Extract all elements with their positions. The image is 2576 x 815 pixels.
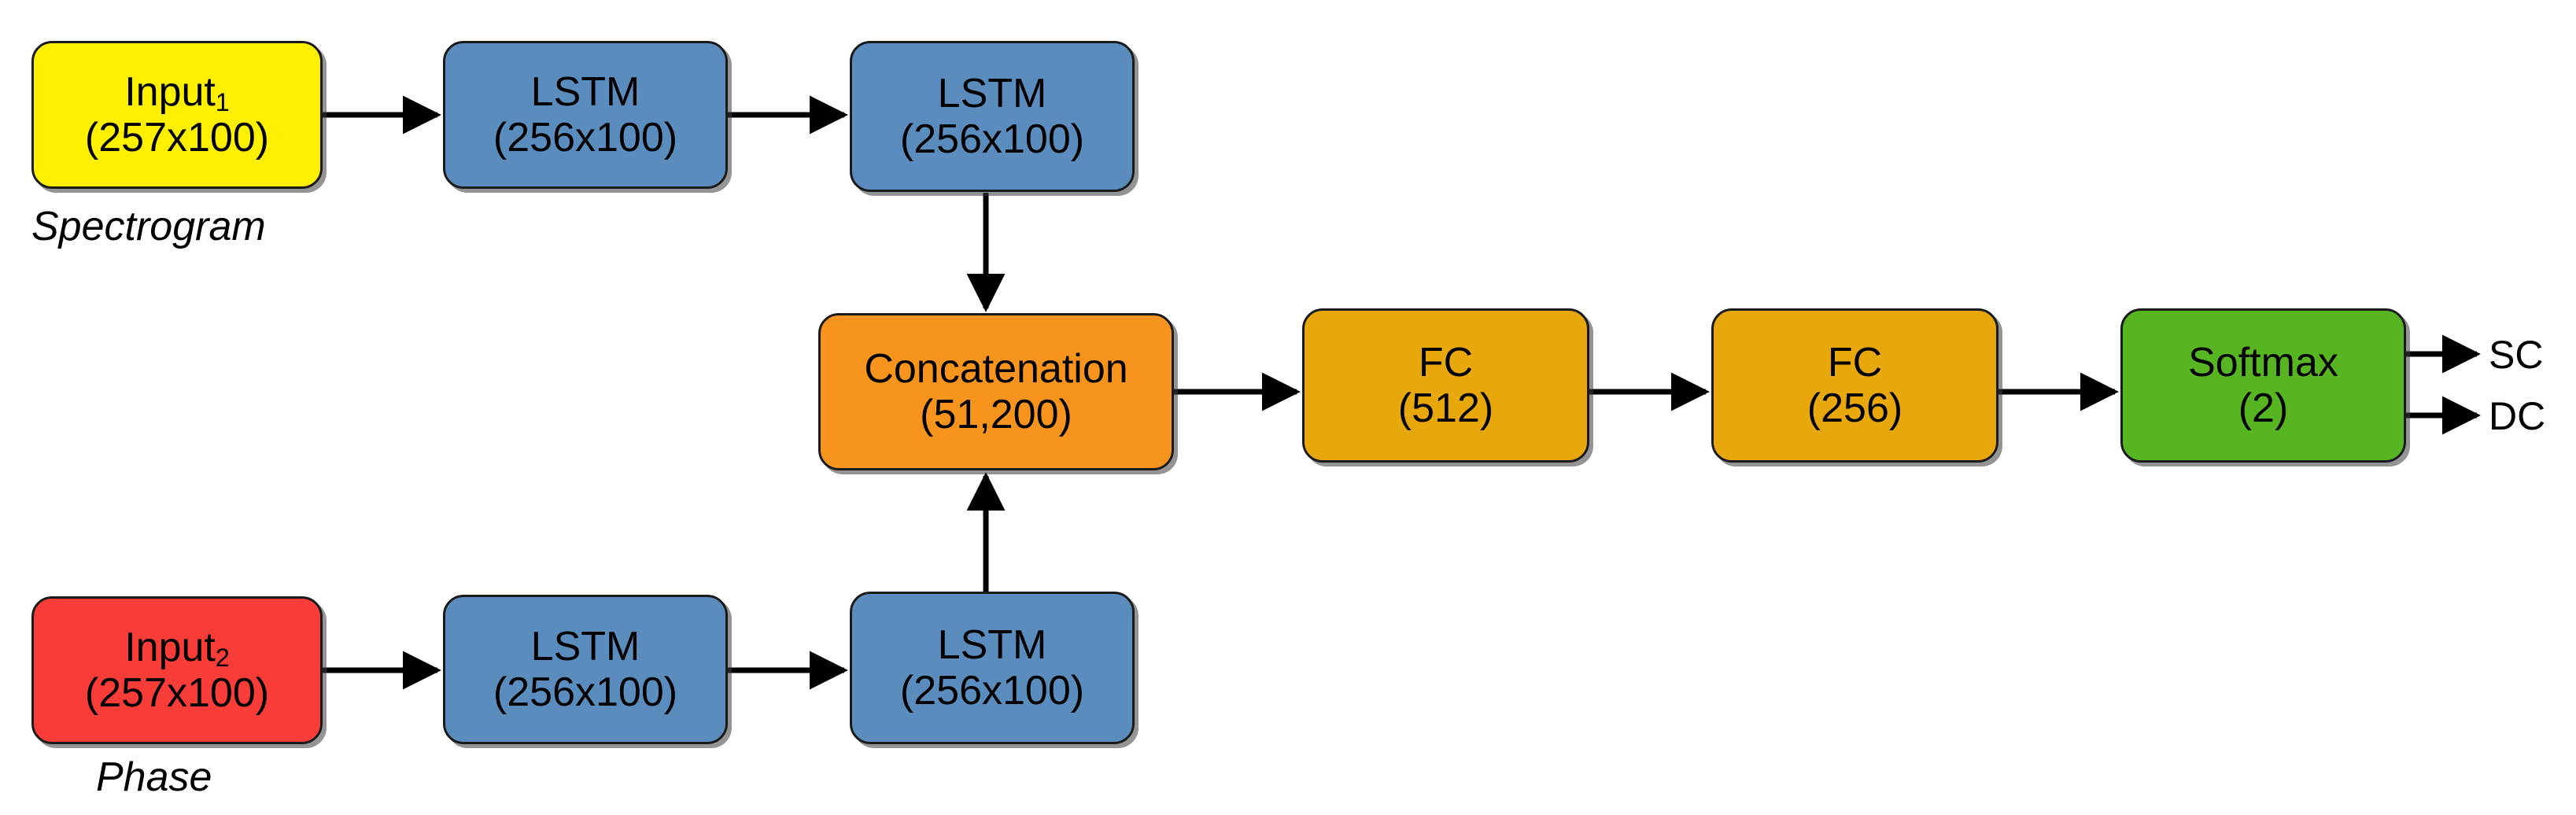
node-lstm-bottom-1[interactable]: LSTM (256x100)	[443, 595, 728, 744]
node-lstm-top-1-shape: (256x100)	[493, 115, 678, 160]
node-softmax[interactable]: Softmax (2)	[2120, 308, 2406, 463]
node-lstm-top-2[interactable]: LSTM (256x100)	[850, 41, 1135, 192]
node-fc2-units: (256)	[1807, 385, 1903, 431]
node-lstm-bottom-2[interactable]: LSTM (256x100)	[850, 592, 1135, 744]
node-lstm-top-1[interactable]: LSTM (256x100)	[443, 41, 728, 189]
node-softmax-units: (2)	[2238, 385, 2289, 431]
caption-phase: Phase	[96, 754, 212, 800]
node-input1-shape: (257x100)	[84, 115, 270, 160]
node-input1-title: Input1	[124, 68, 230, 116]
output-label-dc: DC	[2489, 394, 2546, 438]
node-softmax-title: Softmax	[2188, 339, 2338, 385]
node-lstm-top-2-title: LSTM	[937, 70, 1047, 116]
node-fc1-units: (512)	[1397, 385, 1494, 431]
node-lstm-top-2-shape: (256x100)	[899, 116, 1085, 162]
node-lstm-top-1-title: LSTM	[530, 68, 640, 115]
output-label-sc: SC	[2489, 333, 2544, 377]
caption-spectrogram: Spectrogram	[31, 204, 266, 249]
node-fc1[interactable]: FC (512)	[1302, 308, 1589, 463]
node-input2-title: Input2	[124, 624, 230, 672]
node-lstm-bottom-2-title: LSTM	[937, 621, 1047, 668]
node-lstm-bottom-2-shape: (256x100)	[899, 668, 1085, 714]
node-fc2-title: FC	[1827, 339, 1883, 385]
node-lstm-bottom-1-title: LSTM	[530, 623, 640, 669]
node-concatenation-title: Concatenation	[864, 345, 1128, 392]
node-input2[interactable]: Input2 (257x100)	[31, 596, 323, 744]
node-concatenation[interactable]: Concatenation (51,200)	[818, 313, 1174, 470]
node-lstm-bottom-1-shape: (256x100)	[493, 669, 678, 715]
node-concatenation-shape: (51,200)	[920, 392, 1072, 437]
node-input2-shape: (257x100)	[84, 670, 270, 716]
node-fc1-title: FC	[1418, 339, 1474, 385]
node-input1[interactable]: Input1 (257x100)	[31, 41, 323, 189]
node-fc2[interactable]: FC (256)	[1711, 308, 1998, 463]
